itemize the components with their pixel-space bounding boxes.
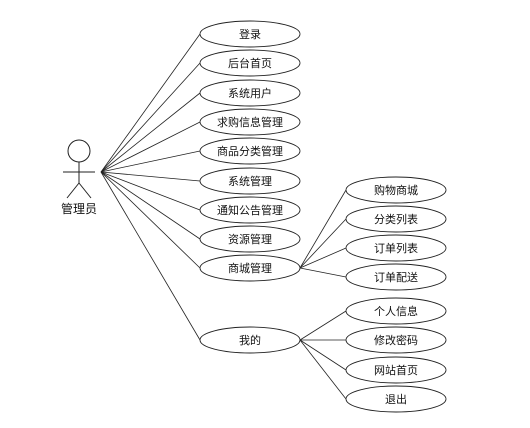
link-mall-mgmt-to-shopping-mall: [299, 189, 347, 269]
link-mall-mgmt-to-order-delivery: [299, 267, 347, 278]
use-case-order-list: 订单列表: [345, 234, 447, 262]
use-case-ellipse: [345, 263, 447, 291]
link-actor-to-system-mgmt: [100, 171, 201, 182]
use-case-ellipse: [345, 205, 447, 233]
use-case-ellipse: [199, 79, 301, 107]
use-case-ellipse: [345, 356, 447, 384]
use-case-category-list: 分类列表: [345, 205, 447, 233]
link-actor-to-system-users: [100, 92, 201, 173]
actor-head: [67, 139, 91, 163]
use-case-ellipse: [345, 176, 447, 204]
link-mine-to-site-home: [299, 339, 347, 371]
use-case-label: 商城管理: [228, 261, 272, 275]
link-mall-mgmt-to-order-list: [299, 247, 347, 269]
use-case-purchase-request-mgmt: 求购信息管理: [199, 108, 301, 136]
use-case-notice-mgmt: 通知公告管理: [199, 196, 301, 224]
use-case-ellipse: [345, 297, 447, 325]
use-case-label: 登录: [239, 27, 261, 41]
link-actor-to-resource-mgmt: [100, 171, 201, 240]
use-case-mall-mgmt: 商城管理: [199, 254, 301, 282]
use-case-ellipse: [199, 137, 301, 165]
use-case-ellipse: [199, 108, 301, 136]
use-case-site-home: 网站首页: [345, 356, 447, 384]
association-lines: [100, 33, 347, 400]
use-case-shopping-mall: 购物商城: [345, 176, 447, 204]
use-case-system-mgmt: 系统管理: [199, 167, 301, 195]
use-case-label: 资源管理: [228, 232, 272, 246]
use-case-system-users: 系统用户: [199, 79, 301, 107]
use-case-label: 购物商城: [374, 183, 418, 197]
link-actor-to-login: [100, 33, 201, 173]
link-actor-to-purchase-request-mgmt: [100, 121, 201, 173]
use-case-ellipse: [199, 49, 301, 77]
use-case-admin-home: 后台首页: [199, 49, 301, 77]
use-case-label: 个人信息: [374, 304, 418, 318]
link-actor-to-notice-mgmt: [100, 171, 201, 211]
link-actor-to-admin-home: [100, 62, 201, 173]
actor-right-leg: [78, 182, 92, 199]
use-case-label: 系统管理: [228, 174, 272, 188]
use-case-label: 订单配送: [374, 270, 418, 284]
use-case-ellipse: [199, 167, 301, 195]
use-case-login: 登录: [199, 20, 301, 48]
actor-admin: 管理员: [61, 139, 97, 216]
use-case-label: 商品分类管理: [217, 144, 283, 158]
link-mall-mgmt-to-category-list: [299, 218, 347, 269]
actor-left-leg: [66, 182, 80, 199]
link-mine-to-logout: [299, 339, 347, 400]
use-case-product-category-mgmt: 商品分类管理: [199, 137, 301, 165]
use-case-logout: 退出: [345, 385, 447, 413]
actor-label: 管理员: [61, 201, 97, 216]
use-case-personal-info: 个人信息: [345, 297, 447, 325]
link-mine-to-personal-info: [299, 310, 347, 341]
use-case-ellipse: [199, 225, 301, 253]
use-case-label: 我的: [239, 333, 261, 347]
link-actor-to-mine: [100, 171, 201, 341]
use-case-label: 求购信息管理: [217, 115, 283, 129]
link-actor-to-product-category-mgmt: [100, 150, 201, 173]
use-case-label: 通知公告管理: [217, 203, 283, 217]
use-case-label: 修改密码: [374, 333, 418, 347]
use-case-label: 分类列表: [374, 212, 418, 226]
use-case-ellipse: [199, 196, 301, 224]
use-case-ellipse: [345, 326, 447, 354]
use-case-ellipse: [199, 254, 301, 282]
use-case-label: 订单列表: [374, 241, 418, 255]
use-case-ellipse: [345, 234, 447, 262]
link-actor-to-mall-mgmt: [100, 171, 201, 269]
use-case-ellipse: [199, 326, 301, 354]
use-case-nodes: 登录后台首页系统用户求购信息管理商品分类管理系统管理通知公告管理资源管理商城管理…: [199, 20, 447, 413]
use-case-label: 退出: [385, 392, 407, 406]
use-case-label: 系统用户: [228, 86, 272, 100]
use-case-ellipse: [345, 385, 447, 413]
use-case-resource-mgmt: 资源管理: [199, 225, 301, 253]
use-case-mine: 我的: [199, 326, 301, 354]
use-case-order-delivery: 订单配送: [345, 263, 447, 291]
use-case-ellipse: [199, 20, 301, 48]
use-case-label: 后台首页: [228, 56, 272, 70]
use-case-label: 网站首页: [374, 363, 418, 377]
use-case-change-password: 修改密码: [345, 326, 447, 354]
